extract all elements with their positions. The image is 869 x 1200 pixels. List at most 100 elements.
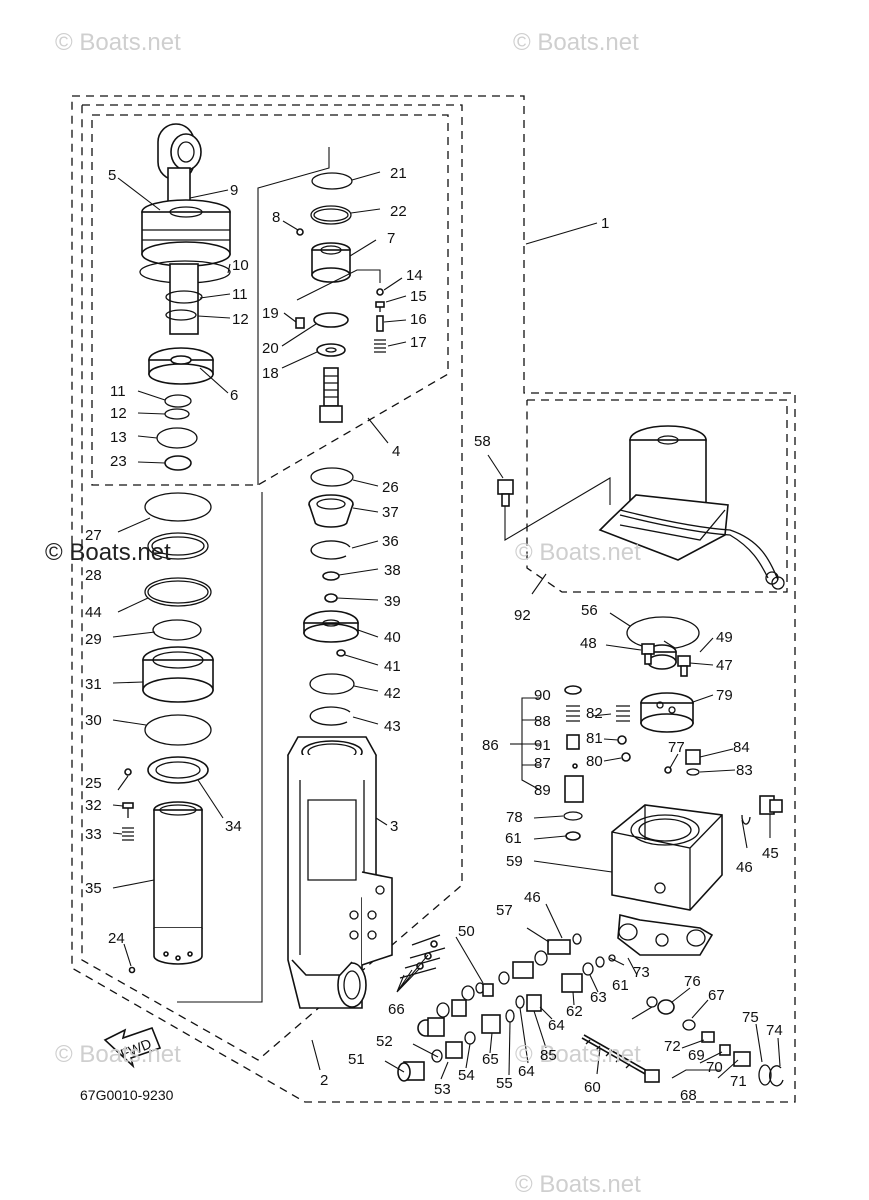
label-61: 61: [505, 830, 522, 847]
label-78: 78: [506, 809, 523, 826]
label-1: 1: [601, 215, 609, 232]
label-46b: 46: [524, 889, 541, 906]
label-59: 59: [506, 853, 523, 870]
label-37: 37: [382, 504, 399, 521]
watermark: © Boats.net: [55, 1041, 181, 1068]
label-87: 87: [534, 755, 551, 772]
label-21: 21: [390, 165, 407, 182]
label-19: 19: [262, 305, 279, 322]
watermark: © Boats.net: [515, 539, 641, 566]
assembly-4-outline: [91, 114, 449, 486]
label-68: 68: [680, 1087, 697, 1104]
label-27: 27: [85, 527, 102, 544]
label-64b: 64: [548, 1017, 565, 1034]
label-9: 9: [230, 182, 238, 199]
label-33: 33: [85, 826, 102, 843]
cylinder-housing: [287, 736, 393, 1009]
label-82: 82: [586, 705, 603, 722]
label-6: 6: [230, 387, 238, 404]
label-53: 53: [434, 1081, 451, 1098]
label-15: 15: [410, 288, 427, 305]
label-5: 5: [108, 167, 116, 184]
label-8: 8: [272, 209, 280, 226]
label-20: 20: [262, 340, 279, 357]
watermark: © Boats.net: [515, 1041, 641, 1068]
label-25: 25: [85, 775, 102, 792]
motor-assembly: [497, 425, 785, 590]
label-2: 2: [320, 1072, 328, 1089]
label-34: 34: [225, 818, 242, 835]
label-80: 80: [586, 753, 603, 770]
label-10: 10: [232, 257, 249, 274]
label-49: 49: [716, 629, 733, 646]
label-41: 41: [384, 658, 401, 675]
label-67: 67: [708, 987, 725, 1004]
label-62: 62: [566, 1003, 583, 1020]
label-60: 60: [584, 1079, 601, 1096]
label-89: 89: [534, 782, 551, 799]
label-61b: 61: [612, 977, 629, 994]
leader-lines: [112, 171, 781, 1080]
label-16: 16: [410, 311, 427, 328]
label-39: 39: [384, 593, 401, 610]
label-3: 3: [390, 818, 398, 835]
label-90: 90: [534, 687, 551, 704]
label-7: 7: [387, 230, 395, 247]
label-35: 35: [85, 880, 102, 897]
assembly-1-outline: [71, 95, 796, 1103]
label-31: 31: [85, 676, 102, 693]
part-labels: 1 2 3 4 5 6 7 8 9 10 11 12 13 14 15 16 1…: [85, 165, 783, 1104]
label-23: 23: [110, 453, 127, 470]
tilt-cylinder-parts: [122, 123, 263, 1003]
label-64: 64: [518, 1063, 535, 1080]
label-47: 47: [716, 657, 733, 674]
label-14: 14: [406, 267, 423, 284]
label-70: 70: [706, 1059, 723, 1076]
label-32: 32: [85, 797, 102, 814]
label-11: 11: [232, 286, 248, 303]
label-52: 52: [376, 1033, 393, 1050]
label-76: 76: [684, 973, 701, 990]
label-4: 4: [392, 443, 400, 460]
label-55: 55: [496, 1075, 513, 1092]
label-11b: 11: [110, 383, 126, 400]
label-46: 46: [736, 859, 753, 876]
label-74: 74: [766, 1022, 783, 1039]
diagram-code: 67G0010-9230: [80, 1087, 174, 1103]
label-17: 17: [410, 334, 427, 351]
label-13: 13: [110, 429, 127, 446]
label-88: 88: [534, 713, 551, 730]
label-83: 83: [736, 762, 753, 779]
label-12b: 12: [110, 405, 127, 422]
label-54: 54: [458, 1067, 475, 1084]
watermark: © Boats.net: [515, 1171, 641, 1198]
label-18: 18: [262, 365, 279, 382]
assembly-92-outline: [526, 399, 788, 593]
label-65: 65: [482, 1051, 499, 1068]
label-81: 81: [586, 730, 603, 747]
label-42: 42: [384, 685, 401, 702]
label-72: 72: [664, 1038, 681, 1055]
label-26: 26: [382, 479, 399, 496]
label-63: 63: [590, 989, 607, 1006]
label-92: 92: [514, 607, 531, 624]
label-84: 84: [733, 739, 750, 756]
label-66: 66: [388, 1001, 405, 1018]
label-24: 24: [108, 930, 125, 947]
pump-parts: [397, 616, 784, 1087]
label-50: 50: [458, 923, 475, 940]
label-91: 91: [534, 737, 551, 754]
label-85: 85: [540, 1047, 557, 1064]
label-44: 44: [85, 604, 102, 621]
label-56: 56: [581, 602, 598, 619]
label-30: 30: [85, 712, 102, 729]
label-57: 57: [496, 902, 513, 919]
label-69: 69: [688, 1047, 705, 1064]
label-79: 79: [716, 687, 733, 704]
label-38: 38: [384, 562, 401, 579]
watermark: © Boats.net: [45, 539, 171, 566]
label-86: 86: [482, 737, 499, 754]
label-48: 48: [580, 635, 597, 652]
watermark: © Boats.net: [55, 29, 181, 56]
